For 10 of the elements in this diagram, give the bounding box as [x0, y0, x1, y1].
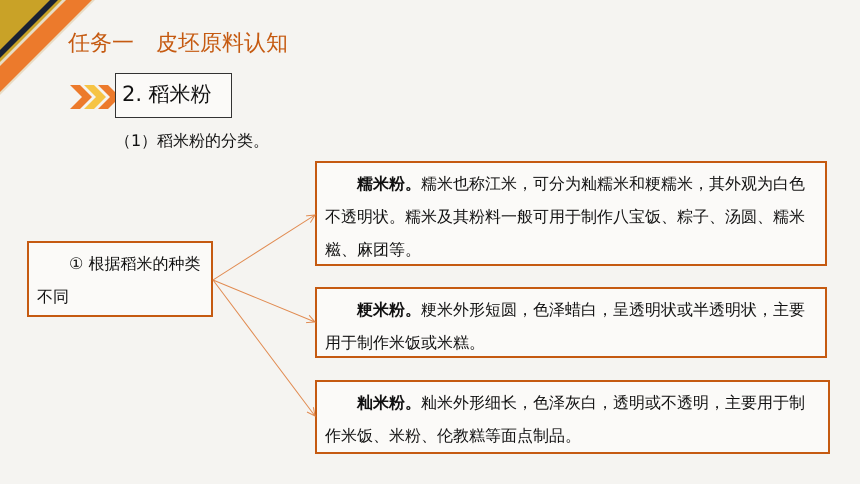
- arrow: [212, 280, 316, 324]
- arrow: [212, 280, 316, 416]
- subheading-text: （1）稻米粉的分类。: [115, 131, 270, 152]
- heading-box: 2. 稻米粉: [115, 73, 232, 118]
- description-box: 籼米粉。籼米外形细长，色泽灰白，透明或不透明，主要用于制作米饭、米粉、伦教糕等面点制品。: [315, 380, 830, 454]
- slide-title: 任务一 皮坯原料认知: [68, 30, 288, 58]
- category-box: ① 根据稻米的种类不同: [27, 241, 213, 317]
- arrow: [212, 214, 316, 280]
- description-box: 粳米粉。粳米外形短圆，色泽蜡白，呈透明状或半透明状，主要用于制作米饭或米糕。: [315, 287, 827, 358]
- description-box: 糯米粉。糯米也称江米，可分为籼糯米和粳糯米，其外观为白色不透明状。糯米及其粉料一般可用于制作八宝饭、粽子、汤圆、糯米糍、麻团等。: [315, 161, 827, 266]
